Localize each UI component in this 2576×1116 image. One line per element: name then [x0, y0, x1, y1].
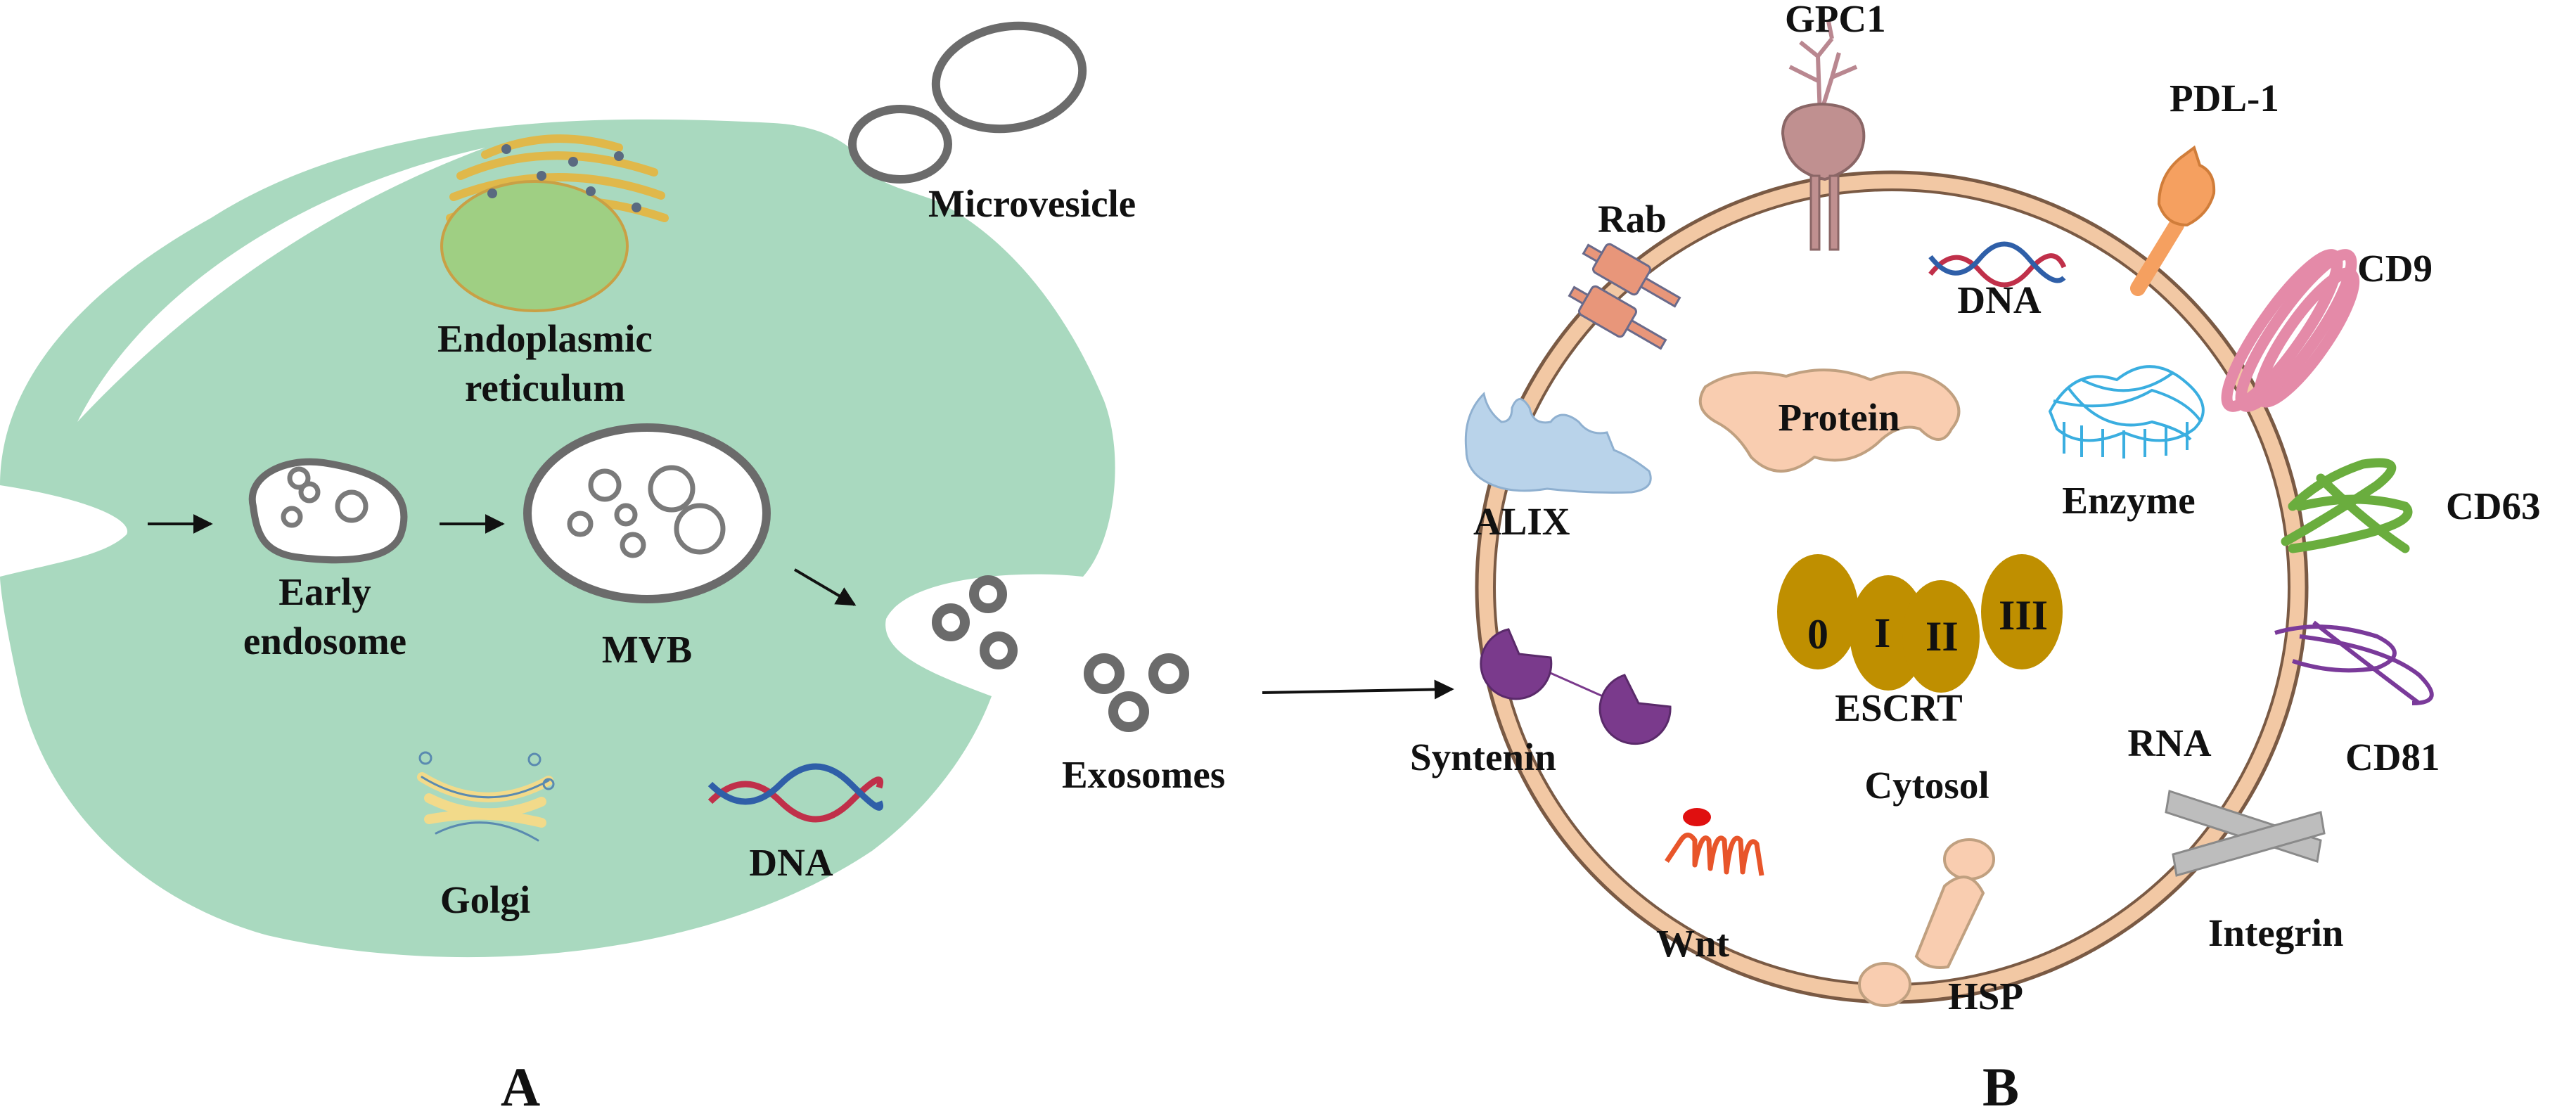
cd63-icon: [2281, 458, 2413, 553]
early-endosome-label-line1: Early: [278, 570, 371, 613]
rab-label: Rab: [1598, 198, 1667, 240]
cd63-label: CD63: [2446, 485, 2540, 527]
er-label-line1: Endoplasmic: [437, 317, 653, 360]
protein-label: Protein: [1778, 396, 1899, 439]
microvesicle-label: Microvesicle: [928, 182, 1136, 225]
golgi-icon: [417, 751, 555, 842]
escrt-iii: [1981, 554, 2063, 669]
alix-blob: [1464, 391, 1652, 494]
gpc1-label: GPC1: [1785, 0, 1886, 40]
escrt-iii-label: III: [1999, 592, 2048, 639]
enzyme-icon: [2048, 365, 2205, 458]
pdl1-label: PDL-1: [2170, 77, 2279, 120]
rna-label: RNA: [2127, 721, 2211, 764]
enzyme-label: Enzyme: [2062, 479, 2195, 522]
early-endosome-icon: [248, 458, 408, 564]
alix-label: ALIX: [1473, 500, 1570, 543]
panel-a: Microvesicle Endoplasmic reticulum: [0, 21, 1225, 1116]
syntenin-icon: [1480, 628, 1672, 745]
pdl1-icon: [2130, 145, 2216, 296]
escrt-0-label: 0: [1807, 611, 1828, 658]
escrt-ii: [1902, 580, 1980, 693]
dna-label-b: DNA: [1957, 278, 2041, 321]
syntenin-label: Syntenin: [1410, 736, 1556, 778]
er-label-line2: reticulum: [465, 366, 625, 409]
escrt-i-label: I: [1874, 610, 1890, 656]
early-endosome-label-line2: endosome: [243, 620, 406, 662]
arrow-to-exosome-release: [793, 568, 857, 606]
escrt-complex: [1777, 554, 2063, 693]
mvb-label: MVB: [602, 628, 692, 671]
hsp-label: HSP: [1948, 975, 2023, 1018]
panel-b: GPC1 PDL-1 Rab DNA CD9 Prote: [1410, 0, 2540, 1116]
cd9-label: CD9: [2357, 247, 2433, 290]
rab-icon: [1568, 243, 1681, 350]
hsp-icon: [1858, 838, 1995, 1007]
cytosol-label: Cytosol: [1864, 764, 1989, 807]
cd81-icon: [2274, 620, 2434, 705]
exosome-release-cluster: [932, 575, 1018, 669]
dna-icon-b: [1928, 241, 2067, 288]
wnt-label: Wnt: [1656, 922, 1730, 965]
cd9-icon: [2221, 249, 2360, 412]
protein-blob: [1698, 368, 1961, 473]
escrt-0: [1777, 554, 1859, 669]
gpc1-icon: [1781, 20, 1866, 251]
integrin-label: Integrin: [2208, 911, 2344, 954]
mvb-icon: [523, 423, 771, 603]
dna-label-a: DNA: [749, 841, 833, 884]
integrin-icon: [2165, 790, 2326, 877]
dna-icon: [707, 763, 884, 823]
golgi-label: Golgi: [440, 878, 530, 921]
exosomes-label: Exosomes: [1062, 753, 1225, 796]
arrow-to-panel-b: [1262, 679, 1454, 700]
microvesicle-small: [848, 105, 952, 184]
wnt-icon: [1665, 808, 1764, 876]
endoplasmic-reticulum-icon: [440, 134, 669, 312]
escrt-ii-label: II: [1925, 613, 1959, 660]
microvesicle-large: [931, 21, 1087, 134]
panel-b-label: B: [1982, 1056, 2019, 1116]
escrt-label: ESCRT: [1835, 686, 1962, 729]
exosome-free-cluster: [1084, 653, 1189, 732]
cd81-label: CD81: [2345, 736, 2440, 778]
panel-a-label: A: [501, 1056, 540, 1116]
